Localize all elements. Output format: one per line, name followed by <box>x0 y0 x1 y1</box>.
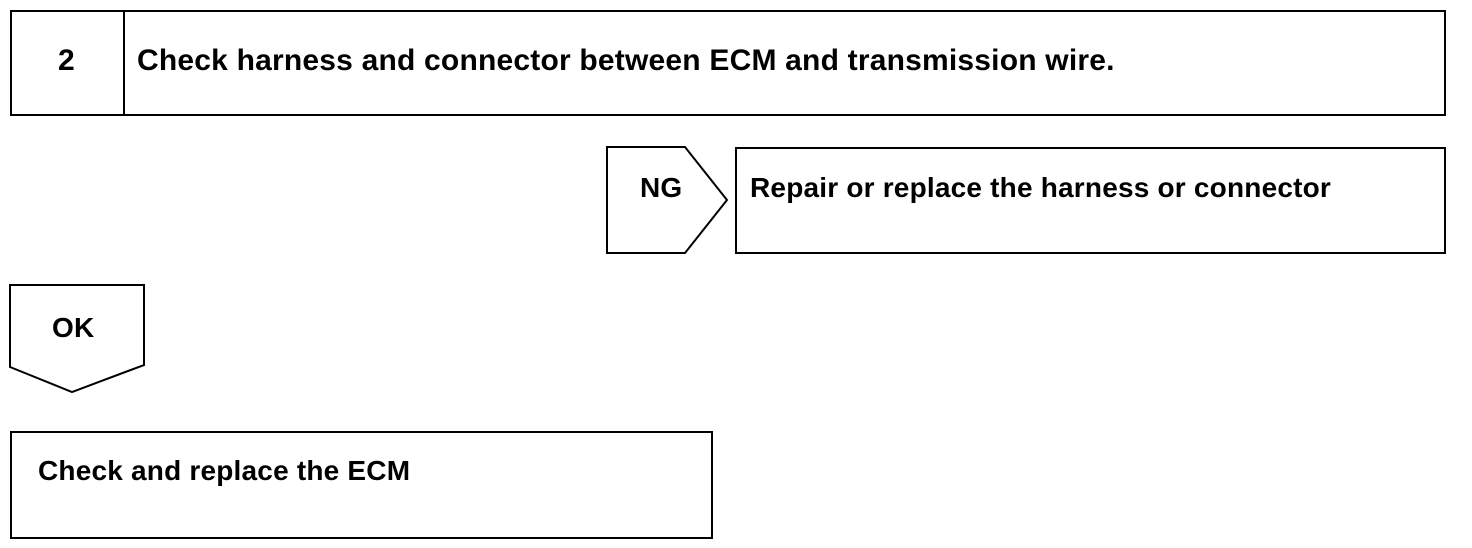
ng-action-box <box>735 147 1446 254</box>
ok-arrow-shape <box>9 284 145 394</box>
step-title: Check harness and connector between ECM … <box>137 44 1115 77</box>
ng-arrow-shape <box>606 146 729 254</box>
ng-action-text: Repair or replace the harness or connect… <box>750 172 1332 203</box>
step-header-box <box>10 10 1446 116</box>
step-number: 2 <box>58 44 75 77</box>
ng-label: NG <box>640 172 683 203</box>
step-number-divider <box>10 10 125 116</box>
ok-label: OK <box>52 312 95 343</box>
ok-action-text: Check and replace the ECM <box>38 455 411 486</box>
ok-action-box <box>10 431 713 539</box>
